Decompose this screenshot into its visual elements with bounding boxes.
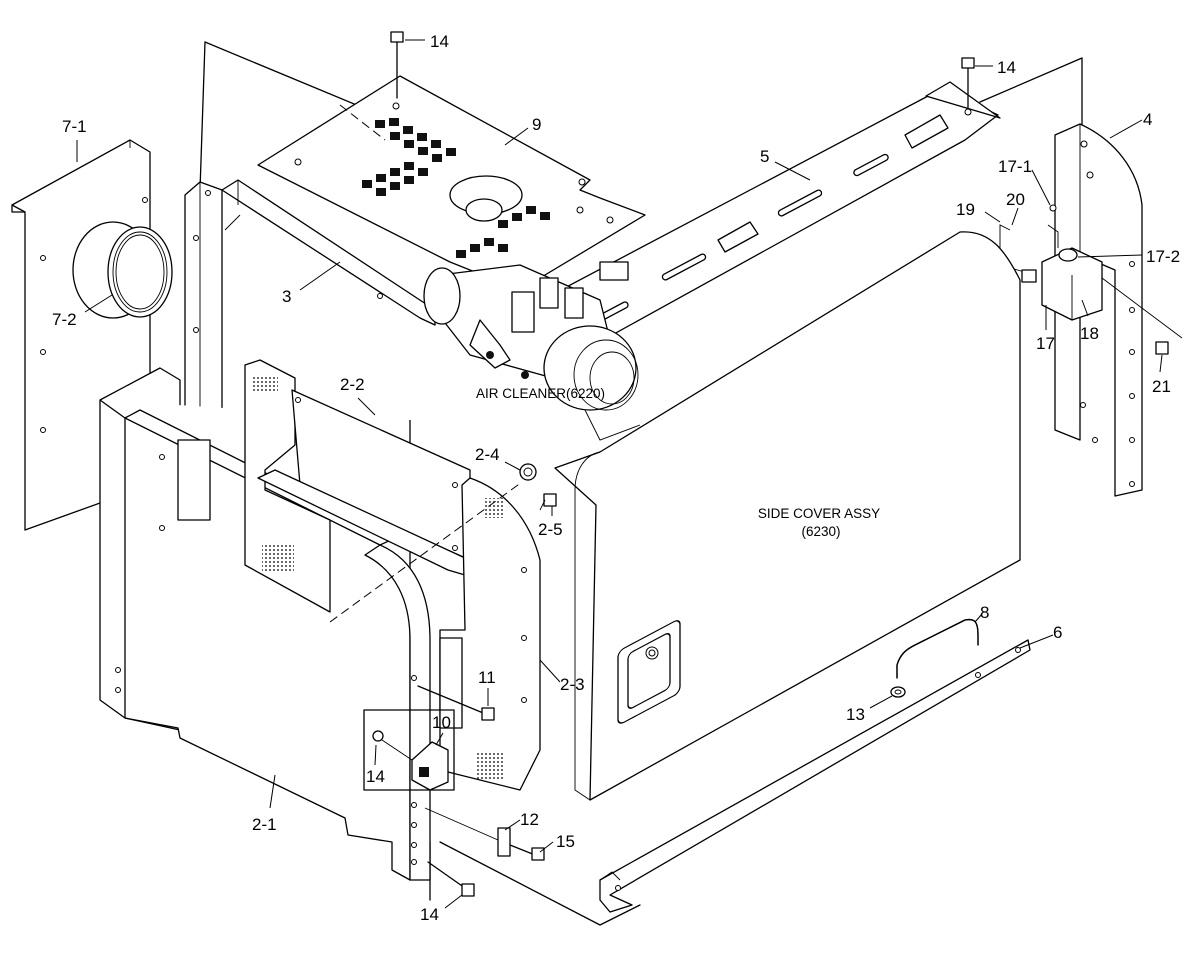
- label-14-bottom: 14: [420, 905, 439, 924]
- part-5-top-rail: [484, 81, 1001, 366]
- part-4-side-post: [1054, 123, 1143, 497]
- label-12: 12: [520, 810, 539, 829]
- air-cleaner-note: AIR CLEANER(6220): [476, 386, 605, 401]
- label-2-3: 2-3: [560, 675, 585, 694]
- label-6: 6: [1053, 623, 1062, 642]
- top-plate-vent-grid: [362, 118, 550, 258]
- part-10-latch-bracket: [363, 709, 455, 791]
- label-14-left: 14: [366, 767, 385, 786]
- part-14-screw-bottom: [427, 861, 475, 897]
- label-7-1: 7-1: [62, 117, 87, 136]
- projection-line: [329, 481, 523, 623]
- part-21-bolt: [1155, 341, 1169, 355]
- part-14-screw-top-b: [961, 57, 975, 109]
- assembly-notes: AIR CLEANER(6220) SIDE COVER ASSY (6230): [476, 386, 880, 539]
- part-17-reservoir-tank: [999, 204, 1183, 339]
- label-21: 21: [1152, 377, 1171, 396]
- side-cover-code: (6230): [801, 524, 840, 539]
- label-9: 9: [532, 115, 541, 134]
- label-14-top-a: 14: [430, 32, 449, 51]
- part-13-nut: [890, 686, 906, 698]
- part-8-handle: [896, 618, 979, 679]
- label-19: 19: [956, 200, 975, 219]
- part-14-screw-top-a: [390, 31, 404, 99]
- part-2-5-screw: [539, 493, 557, 511]
- label-20: 20: [1006, 190, 1025, 209]
- inner-vent-panel: [244, 359, 331, 613]
- part-2-3-side-bracket: [439, 477, 541, 791]
- label-8: 8: [980, 603, 989, 622]
- part-number-labels: 7-1 7-2 3 9 14 14 5 4 17-1 19 20 17-2 17…: [52, 32, 1180, 924]
- label-2-1: 2-1: [252, 815, 277, 834]
- part-11-bolt: [417, 685, 495, 721]
- side-cover-title: SIDE COVER ASSY: [758, 506, 880, 521]
- part-7-2-seal-ring: [72, 221, 173, 319]
- label-2-4: 2-4: [475, 445, 500, 464]
- label-14-top-b: 14: [997, 58, 1016, 77]
- part-12-catch: [424, 807, 511, 857]
- part-15-screw: [509, 844, 545, 861]
- part-2-1-main-frame: [99, 367, 431, 881]
- label-3: 3: [282, 287, 291, 306]
- side-cover-latch: [617, 620, 681, 724]
- part-9-top-plate: [257, 75, 646, 291]
- label-11: 11: [478, 668, 496, 687]
- part-2-4-grommet: [519, 463, 537, 481]
- air-cleaner-assembly: [423, 261, 641, 441]
- projection-line-top: [339, 104, 386, 141]
- leader-lines: [76, 39, 1163, 909]
- label-15: 15: [556, 832, 575, 851]
- label-10: 10: [432, 713, 451, 732]
- label-13: 13: [846, 705, 865, 724]
- label-17-1: 17-1: [998, 157, 1032, 176]
- label-4: 4: [1143, 110, 1152, 129]
- part-2-2-access-cover: [257, 389, 471, 576]
- label-7-2: 7-2: [52, 310, 77, 329]
- label-2-5: 2-5: [538, 520, 563, 539]
- label-5: 5: [760, 147, 769, 166]
- side-cover-assembly: [554, 231, 1021, 801]
- label-18: 18: [1080, 324, 1099, 343]
- label-17-2: 17-2: [1146, 247, 1180, 266]
- label-17: 17: [1036, 334, 1055, 353]
- part-6-bottom-rail: [599, 639, 1031, 913]
- label-2-2: 2-2: [340, 375, 365, 394]
